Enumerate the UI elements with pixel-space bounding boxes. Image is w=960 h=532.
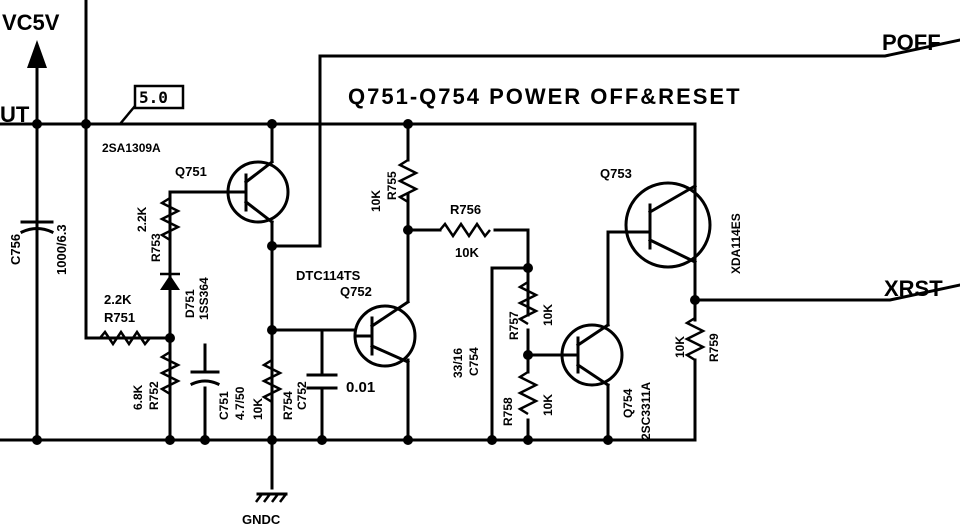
r755-ref: R755 [385, 171, 399, 200]
r753-resistor-icon [159, 196, 181, 242]
r755-resistor-icon [397, 158, 419, 204]
q751-transistor-icon [226, 159, 290, 225]
r753-value: 2.2K [135, 206, 149, 232]
ground-icon [255, 492, 288, 503]
xrst-net-label: XRST [884, 276, 943, 301]
r758-ref: R758 [501, 397, 515, 426]
q754-transistor-icon [558, 322, 624, 388]
vcc-net-label: VC5V [2, 10, 60, 35]
poff-net-label: POFF [882, 30, 941, 55]
r759-resistor-icon [684, 316, 706, 362]
r752-ref: R752 [147, 381, 161, 410]
q751-type: 2SA1309A [102, 141, 161, 155]
r755-value: 10K [369, 190, 383, 212]
c751-ref: C751 [217, 391, 231, 420]
voltage-tag: 5.0 [139, 88, 168, 107]
r753-ref: R753 [149, 233, 163, 262]
r754-value: 10K [251, 398, 265, 420]
c754-ref: C754 [467, 347, 481, 376]
d751-type: 1SS364 [197, 277, 211, 320]
c752-value: 0.01 [346, 379, 375, 396]
junction-dots [32, 119, 700, 445]
c756-capacitor-icon [20, 213, 54, 234]
q753-transistor-icon [623, 181, 712, 269]
q752-ref: Q752 [340, 284, 372, 299]
c754-value: 33/16 [451, 348, 465, 378]
gnd-net-label: GNDC [242, 512, 281, 527]
r756-value: 10K [455, 245, 479, 260]
q752-transistor-icon [353, 299, 417, 368]
r751-resistor-icon [99, 329, 151, 347]
r758-value: 10K [541, 394, 555, 416]
r756-resistor-icon [439, 221, 491, 239]
r754-ref: R754 [281, 391, 295, 420]
q753-ref: Q753 [600, 166, 632, 181]
c752-capacitor-icon [306, 373, 338, 390]
circuit-title: Q751-Q754 POWER OFF&RESET [348, 84, 742, 109]
c751-capacitor-icon [190, 370, 220, 386]
r756-ref: R756 [450, 202, 481, 217]
wires [0, 0, 960, 490]
vcc-arrow-icon [27, 40, 47, 68]
r759-ref: R759 [707, 333, 721, 362]
q752-type: DTC114TS [296, 268, 361, 283]
r751-value: 2.2K [104, 292, 132, 307]
r759-value: 10K [673, 336, 687, 358]
q754-ref: Q754 [621, 388, 635, 418]
d751-ref: D751 [183, 289, 197, 318]
q751-ref: Q751 [175, 164, 207, 179]
c756-value: 1000/6.3 [54, 224, 69, 275]
r752-value: 6.8K [131, 384, 145, 410]
r752-resistor-icon [159, 350, 181, 396]
r751-ref: R751 [104, 310, 135, 325]
q753-type: XDA114ES [729, 213, 743, 274]
c752-ref: C752 [295, 381, 309, 410]
r757-ref: R757 [507, 311, 521, 340]
r754-resistor-icon [261, 358, 283, 404]
r757-value: 10K [541, 304, 555, 326]
q754-type: 2SC3311A [639, 382, 653, 440]
resistor-symbols [99, 158, 706, 416]
r758-resistor-icon [517, 370, 539, 416]
voltage-tag-box [133, 84, 185, 110]
r757-resistor-icon [517, 280, 539, 326]
c751-value: 4.7/50 [233, 386, 247, 420]
c756-ref: C756 [8, 234, 23, 265]
left-edge-fragment: UT [0, 102, 30, 127]
d751-diode-icon [160, 272, 180, 290]
